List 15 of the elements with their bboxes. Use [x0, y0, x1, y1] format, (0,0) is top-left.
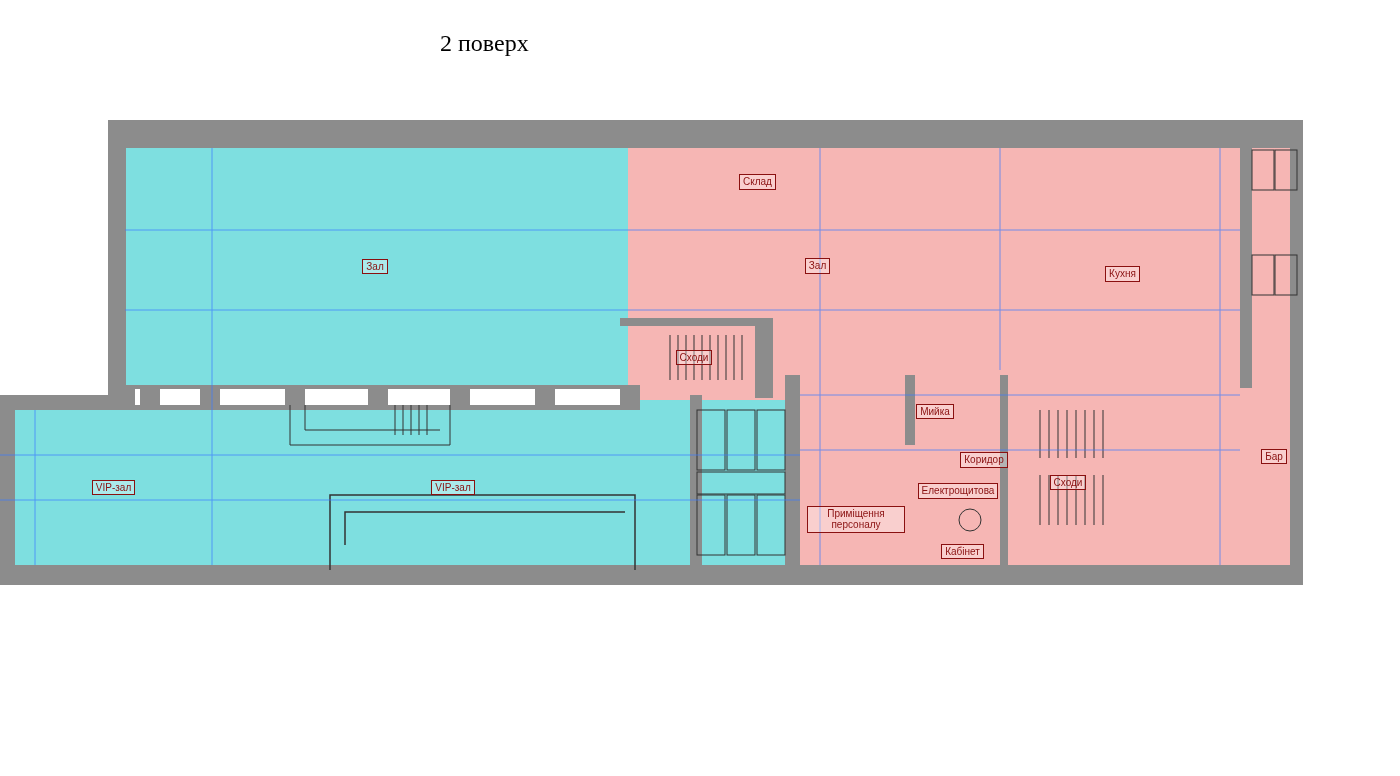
room-label: VIP-зал — [431, 479, 475, 496]
room-label: Сходи — [675, 349, 713, 366]
room-label: Зал — [804, 258, 831, 274]
room-label: VIP-зал — [91, 479, 136, 496]
room-label: Коридор — [960, 452, 1008, 468]
room-label: Кухня — [1105, 266, 1140, 282]
room-label: Кабінет — [941, 543, 984, 560]
room-label: Електрощитова — [917, 483, 999, 499]
floor-title: 2 поверх — [440, 30, 529, 57]
room-label: Мийка — [916, 403, 954, 420]
room-label: Бар — [1261, 448, 1287, 465]
room-label: Склад — [739, 174, 776, 190]
room-label: Приміщення персоналу — [807, 505, 905, 533]
room-label: Сходи — [1049, 474, 1087, 491]
room-label: Зал — [362, 258, 388, 275]
